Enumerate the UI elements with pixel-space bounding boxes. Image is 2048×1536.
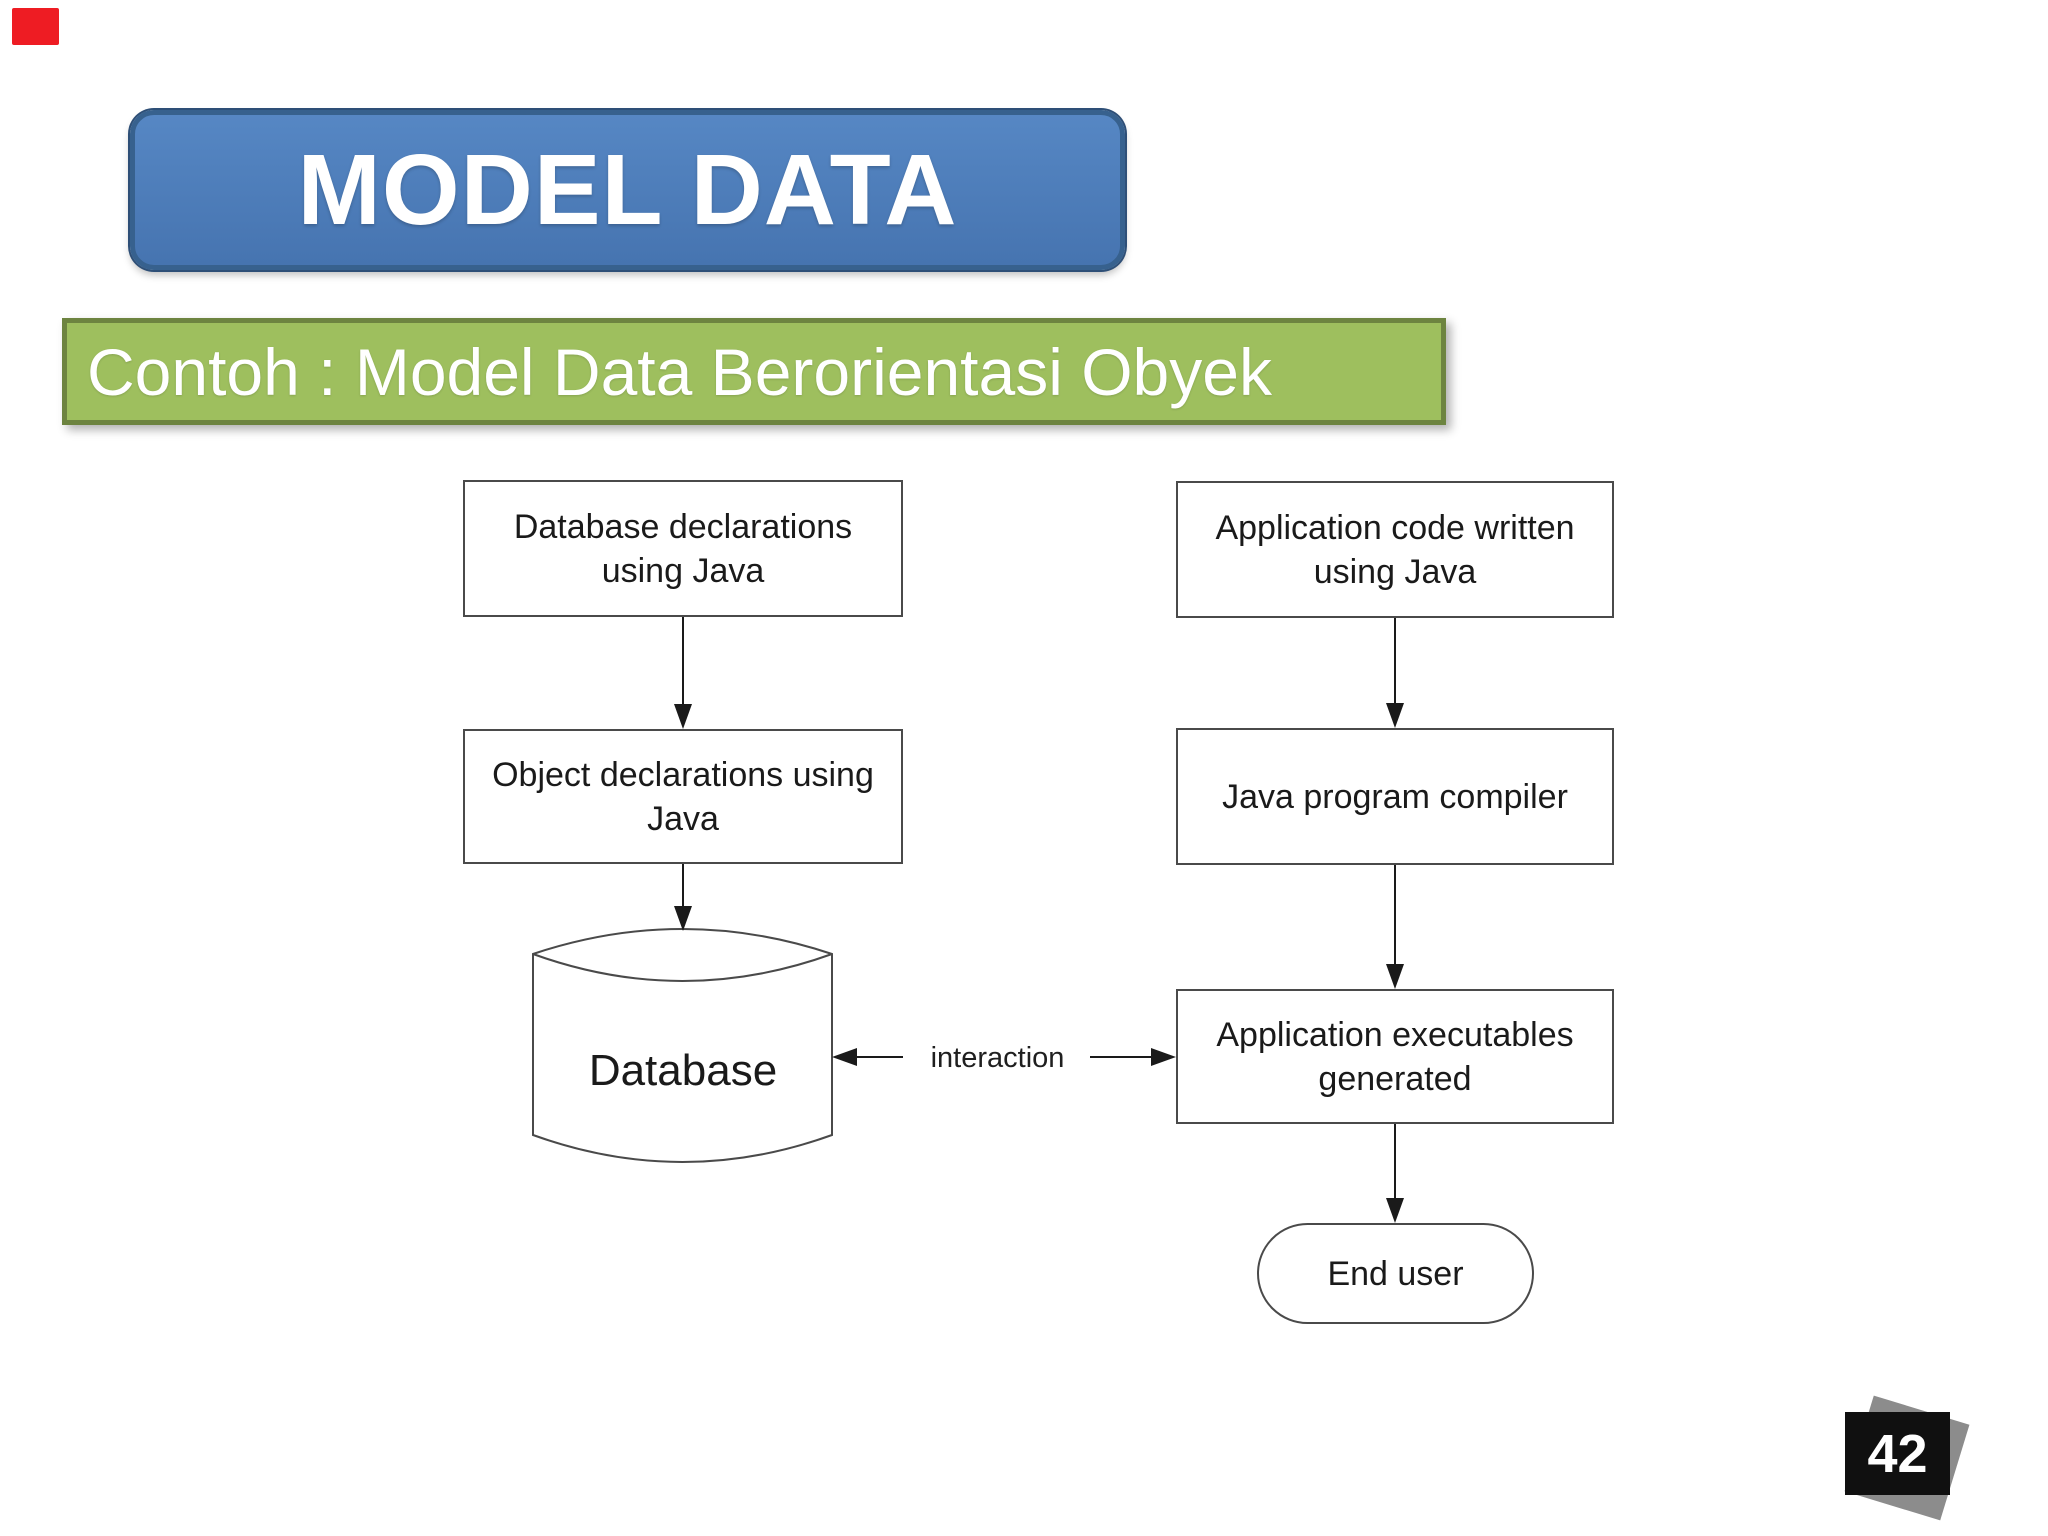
node-application-code: Application code written using Java (1176, 481, 1614, 618)
node-object-declarations: Object declarations using Java (463, 729, 903, 864)
node-label: Database (588, 1046, 778, 1095)
edge-label-interaction: interaction (930, 1041, 1065, 1074)
node-database-declarations: Database declarations using Java (463, 480, 903, 617)
slide-title-banner: MODEL DATA (130, 110, 1125, 270)
page-badge: 42 (1845, 1412, 1950, 1495)
page-number: 42 (1867, 1423, 1928, 1484)
arrow-compiler-to-executables (1386, 865, 1404, 989)
arrow-interaction-right (1090, 1048, 1176, 1066)
arrow-dbdecl-to-objdecl (674, 617, 692, 729)
flow-arrows (674, 617, 1404, 1223)
node-label: Object declarations using Java (492, 755, 874, 838)
arrow-objdecl-to-database (674, 864, 692, 931)
node-application-executables: Application executables generated (1176, 989, 1614, 1124)
node-label: Application executables generated (1216, 1015, 1574, 1098)
slide-subtitle: Contoh : Model Data Berorientasi Obyek (87, 334, 1272, 409)
record-indicator (12, 8, 59, 45)
node-java-compiler: Java program compiler (1176, 728, 1614, 865)
arrow-appcode-to-compiler (1386, 618, 1404, 728)
node-label: Java program compiler (1222, 777, 1568, 816)
arrow-executables-to-enduser (1386, 1124, 1404, 1223)
arrow-interaction-left (832, 1048, 903, 1066)
node-database-label: Database (533, 1046, 833, 1096)
slide-subtitle-banner: Contoh : Model Data Berorientasi Obyek (62, 318, 1446, 425)
database-cylinder-shape (532, 928, 833, 1163)
node-label: End user (1327, 1254, 1464, 1293)
node-label: Application code written using Java (1215, 508, 1575, 591)
node-end-user: End user (1257, 1223, 1534, 1324)
slide-title: MODEL DATA (297, 133, 958, 246)
node-label: Database declarations using Java (513, 507, 853, 590)
